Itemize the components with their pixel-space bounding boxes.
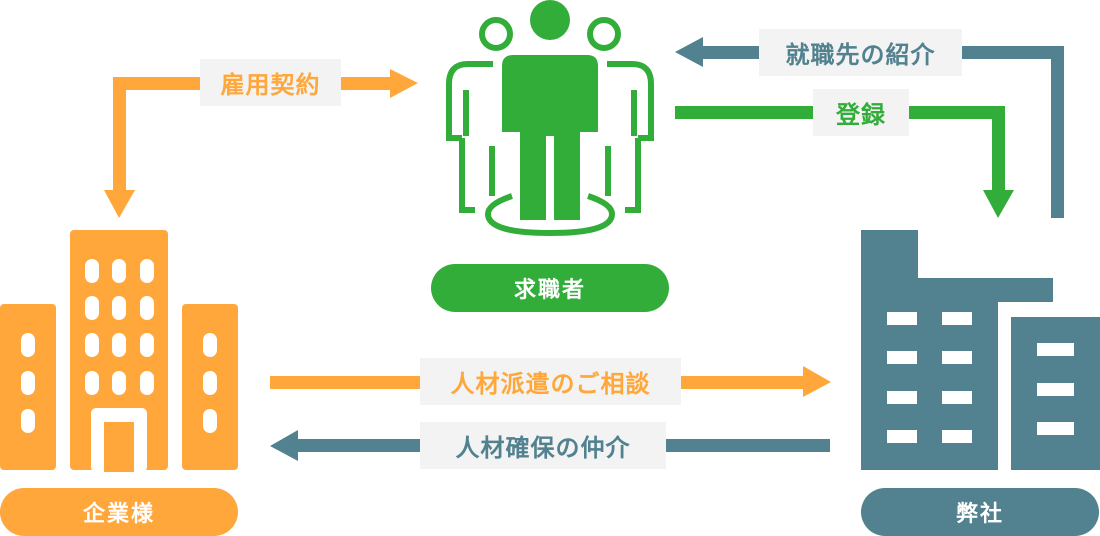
registration-arrow: [675, 106, 1014, 218]
office-buildings-icon: [0, 230, 238, 472]
registration-label: 登録: [813, 89, 909, 136]
people-group-icon: [446, 0, 654, 237]
employment-contract-label: 雇用契約: [200, 59, 341, 106]
staffing-consultation-arrow: [270, 366, 831, 397]
our-company-label-pill: 弊社: [861, 488, 1099, 536]
talent-mediation-arrow: [270, 430, 830, 461]
job-introduction-label: 就職先の紹介: [759, 29, 962, 76]
job-seeker-label-pill: 求職者: [431, 264, 669, 312]
staffing-consultation-label: 人材派遣のご相談: [420, 358, 681, 405]
job-introduction-arrow: [675, 37, 1064, 218]
client-label-pill: 企業様: [0, 488, 238, 536]
talent-mediation-label: 人材確保の仲介: [420, 422, 666, 469]
employment-contract-arrow: [104, 69, 418, 218]
company-building-icon: [861, 230, 1100, 470]
